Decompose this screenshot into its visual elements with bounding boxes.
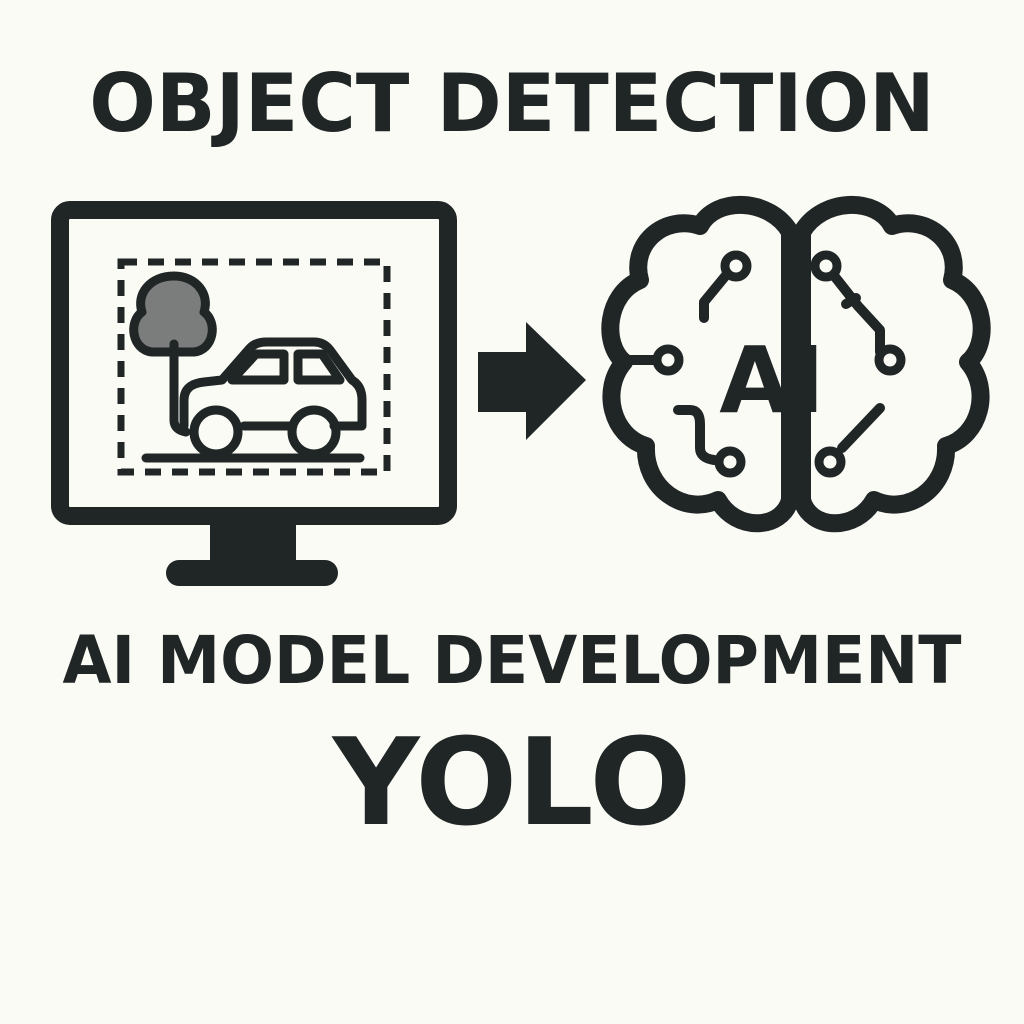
dashed-bounding-box (117, 258, 391, 476)
tree-icon (129, 271, 217, 437)
ai-brain-icon: AI (601, 196, 991, 533)
title-yolo: YOLO (332, 714, 692, 853)
monitor-icon (51, 201, 457, 586)
title-object-detection: OBJECT DETECTION (89, 57, 935, 150)
brain-ai-label: AI (719, 327, 824, 434)
car-icon (141, 337, 367, 463)
arrow-right-icon (478, 322, 586, 440)
title-ai-model-development: AI MODEL DEVELOPMENT (62, 622, 962, 699)
